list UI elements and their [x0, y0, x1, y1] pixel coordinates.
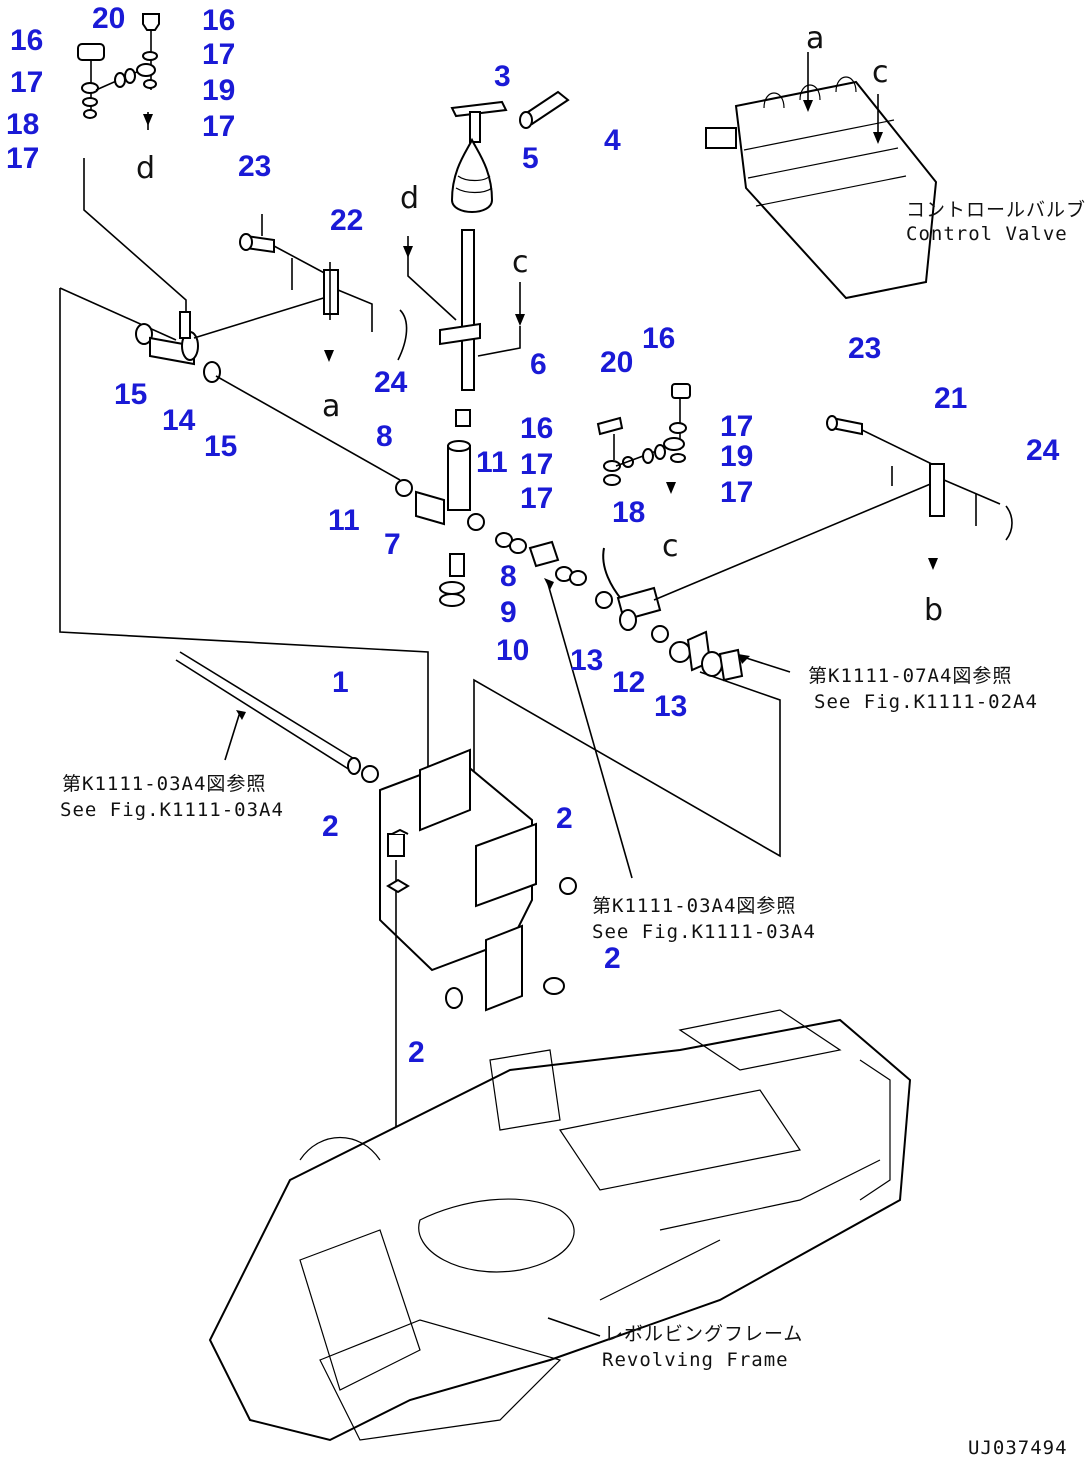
callout-2: 2	[604, 942, 621, 975]
callout-2: 2	[556, 802, 573, 835]
callout-16: 16	[202, 4, 235, 37]
letter-d: d	[136, 151, 155, 186]
callout-22: 22	[330, 204, 363, 237]
callout-10: 10	[496, 634, 529, 667]
callout-20: 20	[600, 346, 633, 379]
revolving-frame-drawing	[208, 1009, 912, 1442]
callout-13: 13	[570, 644, 603, 677]
callout-24: 24	[1026, 434, 1060, 467]
callout-17: 17	[720, 410, 753, 443]
drawing-code: UJ037494	[968, 1437, 1068, 1459]
fig-ref-1-jp: 第K1111-07A4図参照	[808, 665, 1012, 687]
callout-19: 19	[202, 74, 235, 107]
central-lever	[395, 90, 570, 607]
callout-20: 20	[92, 2, 125, 35]
letter-a: a	[806, 21, 824, 56]
callout-17: 17	[6, 142, 39, 175]
callout-17: 17	[202, 110, 235, 143]
reference-labels: コントロールバルブ Control Valve 第K1111-07A4図参照 S…	[60, 198, 1086, 1459]
callout-15: 15	[204, 430, 237, 463]
callout-23: 23	[848, 332, 881, 365]
callout-19: 19	[720, 440, 753, 473]
callout-17: 17	[10, 66, 43, 99]
callout-23: 23	[238, 150, 271, 183]
callout-16: 16	[520, 412, 553, 445]
callout-17: 17	[202, 38, 235, 71]
connection-letters: a c d d c a c b	[136, 21, 943, 628]
callout-9: 9	[500, 596, 517, 629]
callout-18: 18	[612, 496, 645, 529]
control-valve-label-jp: コントロールバルブ	[906, 198, 1086, 221]
far-right-link	[826, 415, 1013, 570]
letter-b: b	[924, 593, 943, 628]
callout-18: 18	[6, 108, 39, 141]
fig-ref-2-jp: 第K1111-03A4図参照	[62, 773, 266, 795]
callout-14: 14	[162, 404, 196, 437]
fig-ref-3-en: See Fig.K1111-03A4	[592, 921, 816, 943]
callout-15: 15	[114, 378, 147, 411]
fig-ref-3-jp: 第K1111-03A4図参照	[592, 895, 796, 917]
fig-ref-2-en: See Fig.K1111-03A4	[60, 799, 284, 821]
revolving-frame-label-en: Revolving Frame	[602, 1349, 789, 1371]
callout-17: 17	[520, 448, 553, 481]
callout-8: 8	[376, 420, 393, 453]
part-callouts: 16 20 16 17 17 19 18 17 17 23 3 4 5 22 6…	[6, 2, 1060, 1069]
callout-5: 5	[522, 142, 539, 175]
control-valve-label-en: Control Valve	[906, 223, 1068, 245]
revolving-frame-label-jp: レボルビングフレーム	[604, 1323, 803, 1345]
callout-8: 8	[500, 560, 517, 593]
letter-d: d	[400, 181, 419, 216]
callout-13: 13	[654, 690, 687, 723]
upper-middle-link	[239, 214, 408, 362]
letter-a: a	[322, 389, 340, 424]
callout-11: 11	[476, 446, 508, 479]
callout-7: 7	[384, 528, 401, 561]
line-art	[59, 13, 1013, 1442]
left-rod	[175, 651, 361, 775]
callout-24: 24	[374, 366, 408, 399]
callout-21: 21	[934, 382, 967, 415]
callout-16: 16	[642, 322, 675, 355]
callout-12: 12	[612, 666, 645, 699]
upper-left-link-parts	[77, 13, 160, 130]
callout-2: 2	[322, 810, 339, 843]
letter-c: c	[512, 245, 529, 280]
callout-1: 1	[332, 666, 349, 699]
callout-11: 11	[328, 504, 360, 537]
callout-6: 6	[530, 348, 547, 381]
letter-c: c	[872, 55, 889, 90]
lever-bracket	[361, 748, 577, 1220]
letter-c: c	[662, 529, 679, 564]
callout-17: 17	[720, 476, 753, 509]
callout-3: 3	[494, 60, 511, 93]
fig-ref-1-en: See Fig.K1111-02A4	[814, 691, 1038, 713]
right-link-assembly	[473, 383, 941, 858]
callout-17: 17	[520, 482, 553, 515]
control-valve-drawing	[705, 52, 938, 300]
callout-2: 2	[408, 1036, 425, 1069]
callout-16: 16	[10, 24, 43, 57]
callout-4: 4	[604, 124, 621, 157]
